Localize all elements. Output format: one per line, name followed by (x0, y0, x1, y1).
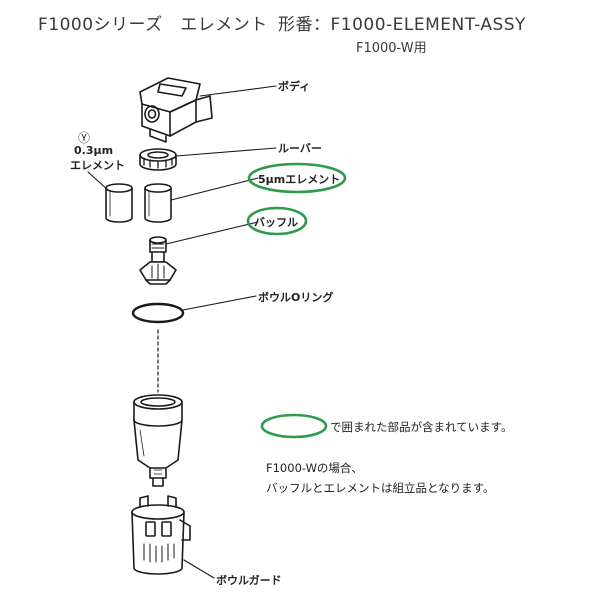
bowl-guard-part (131, 495, 191, 575)
legend-text: で囲まれた部品が含まれています。 (330, 420, 513, 434)
label-element-03-line1: 0.3μm (74, 144, 114, 157)
variant-label: F1000-W用 (356, 41, 427, 56)
element-03um-part (105, 183, 133, 223)
label-baffle: バッフル (254, 216, 298, 229)
note-w-case-line1: F1000-Wの場合、 (266, 461, 363, 475)
label-element-03-line2: エレメント (70, 159, 125, 172)
legend-highlight-oval (260, 413, 328, 439)
label-y-mark: Ⓨ (78, 131, 91, 145)
body-part (139, 77, 213, 143)
label-louver: ルーバー (278, 142, 322, 155)
label-bowl-guard: ボウルガード (216, 574, 282, 587)
bowl-oring-part (131, 302, 185, 324)
part-number: 形番：F1000-ELEMENT-ASSY (278, 15, 526, 35)
series-title: F1000シリーズ エレメント (38, 15, 268, 35)
highlight-baffle (246, 206, 308, 236)
bowl-part (133, 394, 183, 487)
louver-part (139, 148, 177, 171)
note-w-case-line2: バッフルとエレメントは組立品となります。 (266, 481, 495, 495)
label-element-5um: 5μmエレメント (258, 173, 341, 186)
label-body: ボディ (278, 80, 311, 93)
element-5um-part (144, 183, 172, 223)
label-bowl-oring: ボウルOリング (258, 291, 334, 304)
baffle-part (139, 236, 177, 285)
highlight-5um-element (247, 162, 347, 194)
